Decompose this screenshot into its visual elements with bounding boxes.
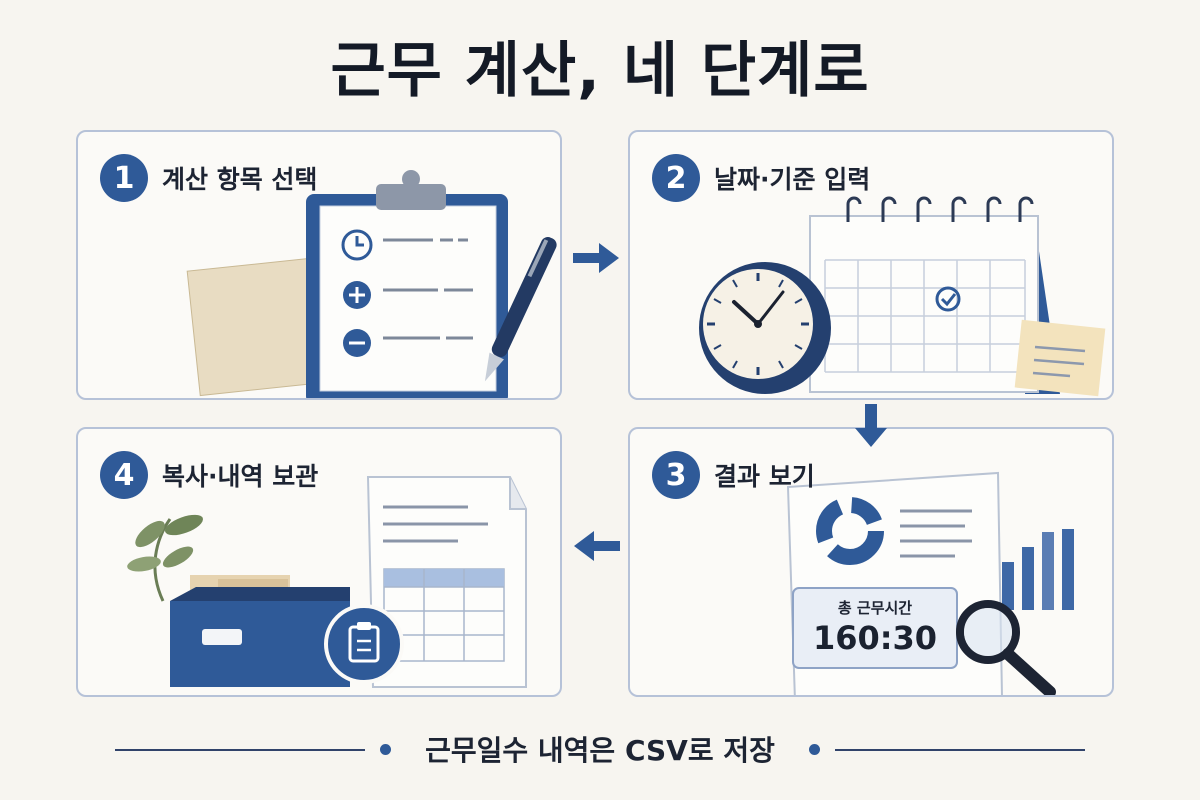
step-card-3: 3 결과 보기 총 근무시간 160:30 — [628, 427, 1114, 697]
step-label: 날짜·기준 입력 — [714, 165, 871, 194]
step-label: 계산 항목 선택 — [162, 165, 318, 194]
calendar-clock-illustration — [699, 196, 1106, 397]
footer-divider — [835, 749, 1085, 751]
footer-divider — [115, 749, 365, 751]
step-card-4: 4 복사·내역 보관 — [76, 427, 562, 697]
footer-bullet — [809, 744, 820, 755]
result-report-illustration — [786, 471, 1074, 695]
step-card-1: 1 계산 항목 선택 — [76, 130, 562, 400]
step-label: 복사·내역 보관 — [162, 462, 319, 491]
footer-text: 근무일수 내역은 CSV로 저장 — [425, 734, 775, 767]
clipboard-icon — [348, 622, 380, 663]
clipboard-checklist-illustration — [186, 170, 557, 398]
step-number: 4 — [100, 451, 148, 499]
archive-box-illustration — [127, 476, 527, 688]
page-title: 근무 계산, 네 단계로 — [330, 36, 870, 106]
step-number: 3 — [652, 451, 700, 499]
check-icon — [935, 286, 961, 312]
arrow-down-icon — [855, 404, 887, 447]
step-label: 결과 보기 — [714, 462, 815, 491]
step-card-2: 2 날짜·기준 입력 — [628, 130, 1114, 400]
step-number: 2 — [652, 154, 700, 202]
step-number: 1 — [100, 154, 148, 202]
arrow-left-icon — [574, 531, 620, 561]
clock-icon — [341, 229, 373, 261]
footer-note: 근무일수 내역은 CSV로 저장 — [0, 725, 1200, 775]
arrow-right-icon — [573, 243, 619, 273]
footer-bullet — [380, 744, 391, 755]
result-value: 160:30 — [812, 619, 938, 657]
result-caption: 총 근무시간 — [837, 599, 913, 617]
